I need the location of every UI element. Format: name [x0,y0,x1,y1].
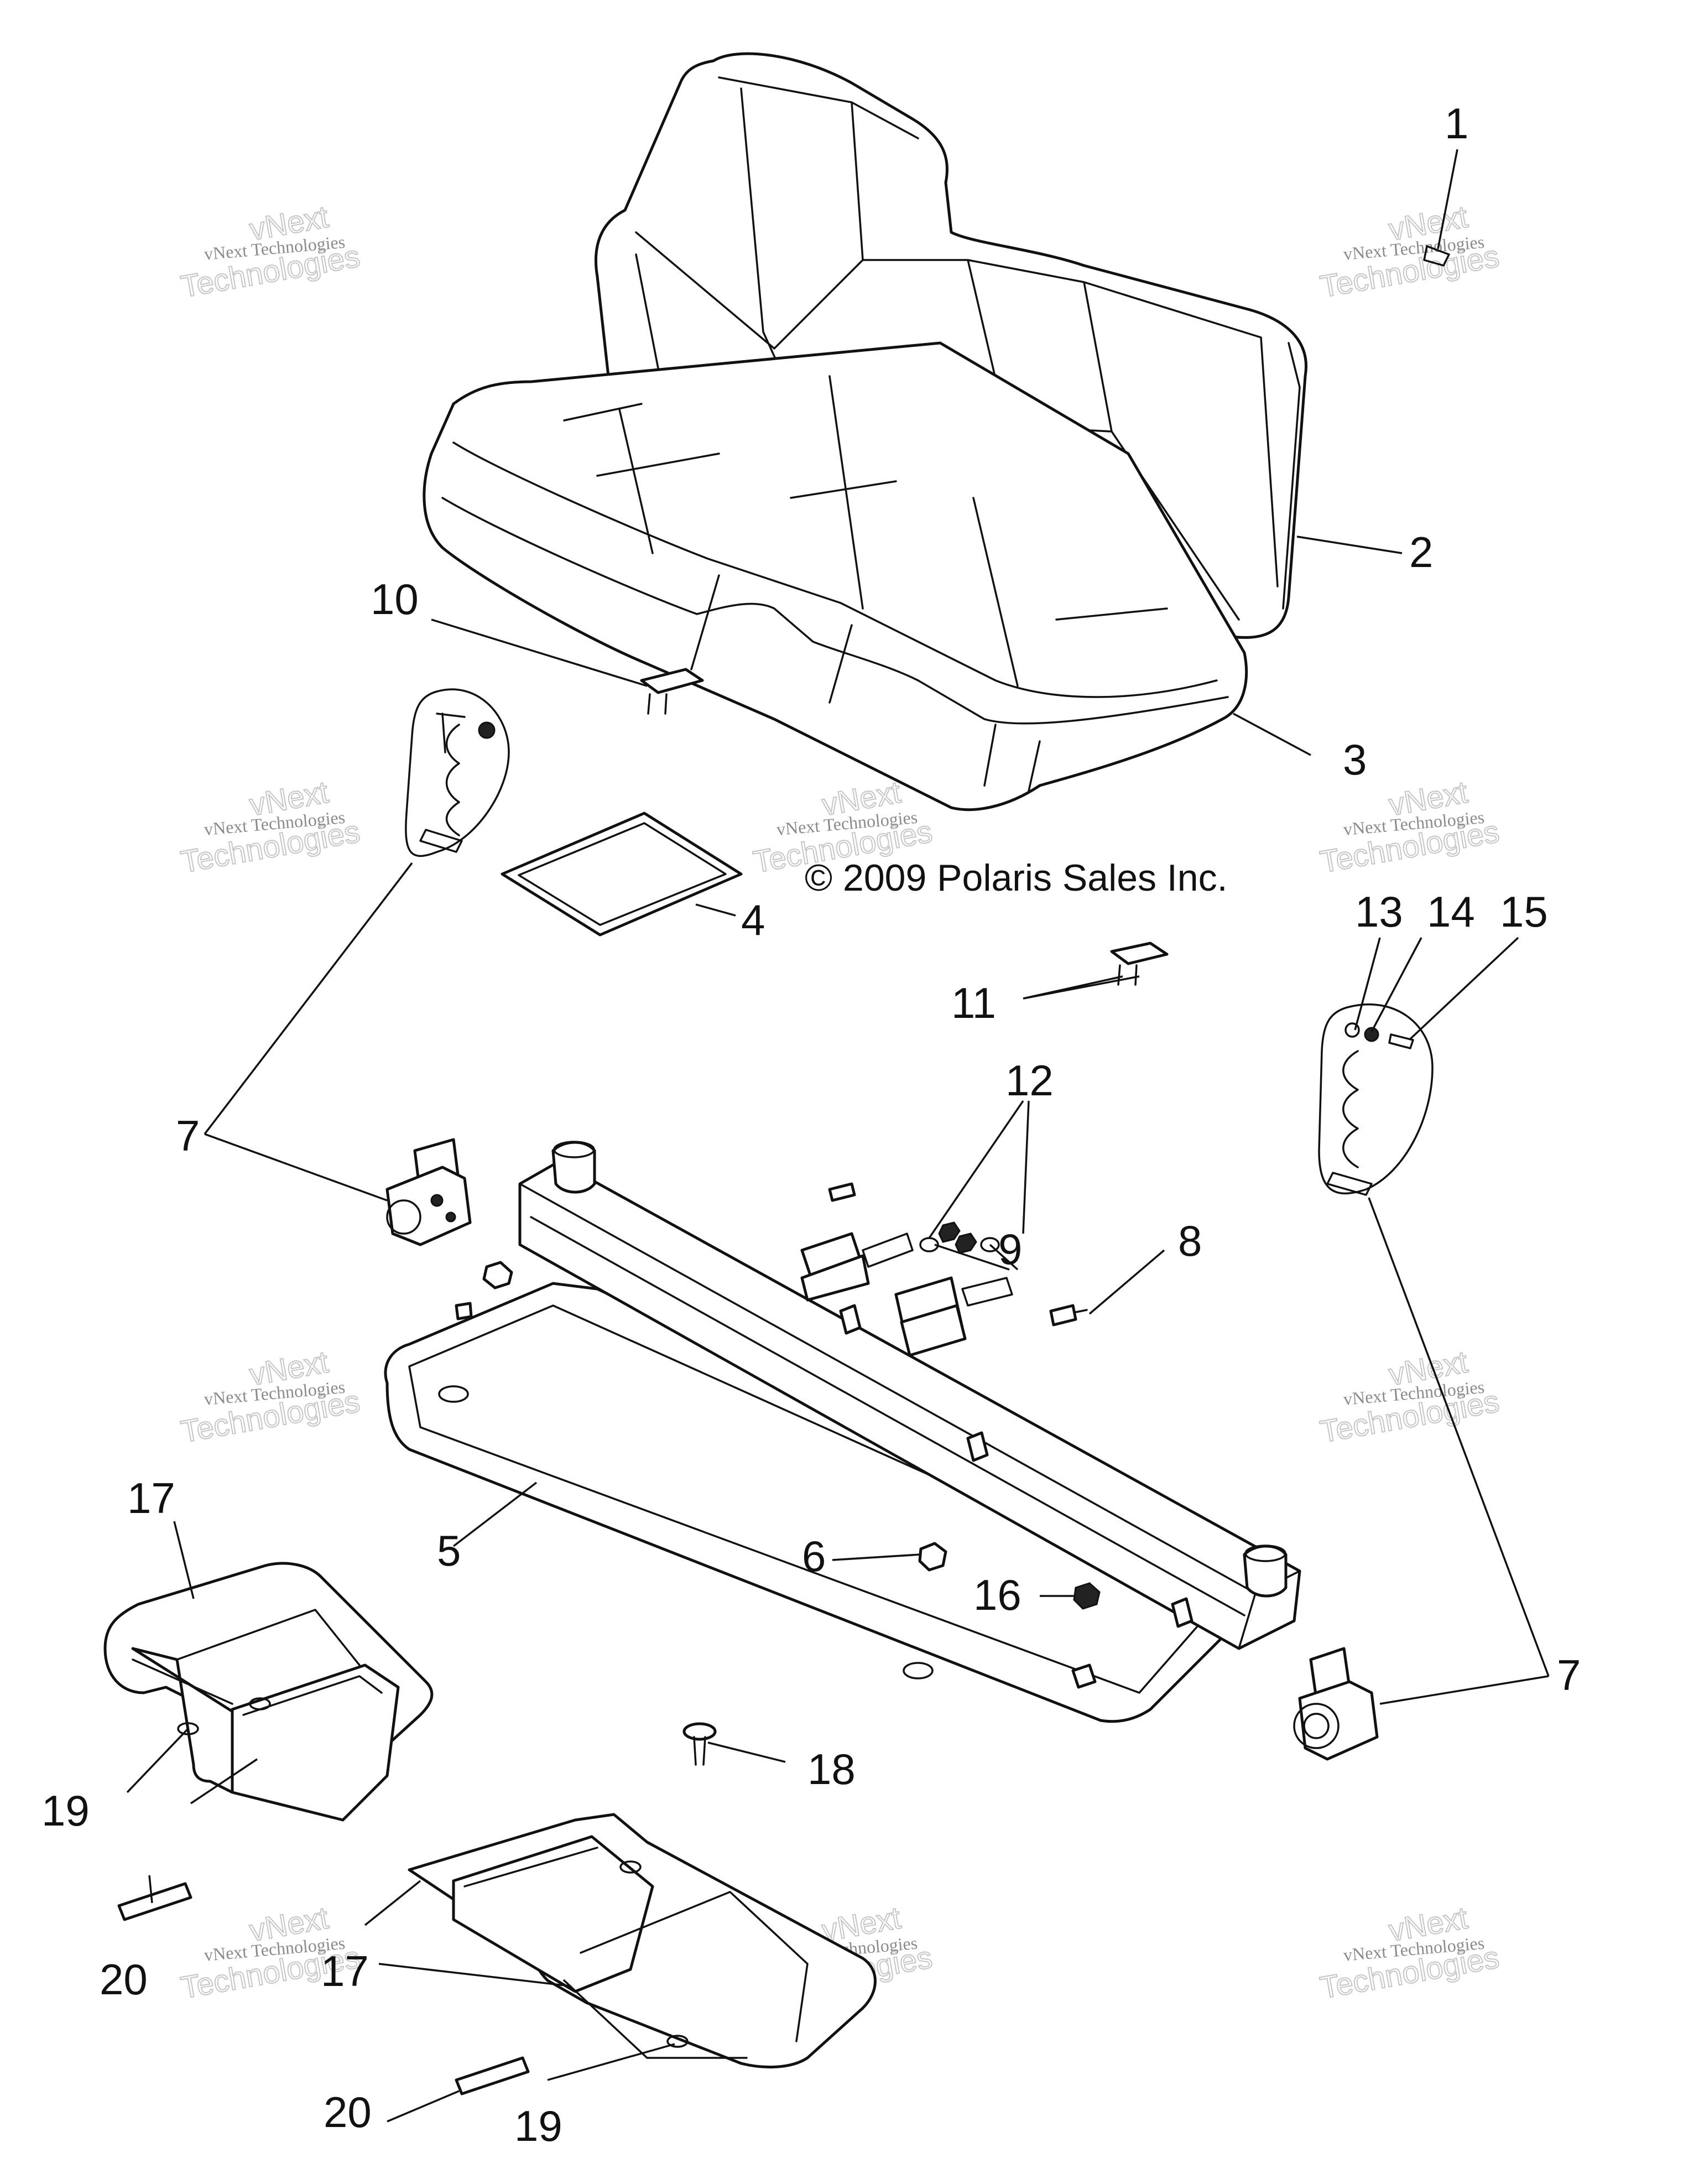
spring-latch-inset-right [1318,1003,1434,1196]
bracket-part-10 [640,668,704,715]
watermark: vNext vNext Technologies Technologies [1317,774,1502,880]
callout-7-right: 7 [1557,1651,1581,1699]
watermark: vNext vNext Technologies Technologies [178,774,363,880]
callout-6: 6 [802,1532,826,1580]
callout-18: 18 [807,1745,856,1793]
callout-8: 8 [1178,1216,1202,1265]
seat-belt-buckle-right [894,1276,1013,1357]
seat-frame [384,1282,1243,1723]
callout-10: 10 [371,575,419,623]
callout-20-upper: 20 [100,1955,148,2004]
callout-14: 14 [1427,887,1475,936]
decal-part-4 [501,812,743,937]
callout-1: 1 [1445,99,1468,148]
push-rivet-part-18 [682,1722,717,1766]
callout-11: 11 [951,979,996,1027]
leader-lines [126,149,1550,2123]
tape-part-20-lower [455,2056,530,2095]
latch-right [1293,1647,1379,1761]
bracket-part-11 [1110,942,1169,986]
watermark: vNext vNext Technologies Technologies [1317,1344,1502,1450]
callout-2: 2 [1409,528,1433,576]
callout-16: 16 [973,1571,1022,1619]
callout-12: 12 [1005,1056,1054,1105]
nut-part-6 [918,1542,947,1572]
callout-4: 4 [741,896,765,944]
callout-19-lower: 19 [514,2102,562,2150]
callout-9: 9 [998,1225,1022,1273]
storage-tray-upper [103,1562,434,1822]
callout-17-upper: 17 [127,1474,175,1522]
callout-5: 5 [437,1526,461,1575]
callout-19-upper: 19 [41,1786,90,1835]
watermark: vNext vNext Technologies Technologies [1317,1900,1502,2006]
callout-13: 13 [1355,887,1403,936]
watermark: vNext vNext Technologies Technologies [178,199,363,305]
screw-part-1 [1423,245,1450,267]
watermark: vNext vNext Technologies Technologies [1317,199,1502,305]
seat-crossbar [518,1141,1301,1650]
copyright-notice: © 2009 Polaris Sales Inc. [805,857,1228,899]
callout-7-left: 7 [176,1111,200,1160]
tape-part-20-upper [117,1882,192,1921]
callout-17-lower: 17 [321,1947,369,1995]
nut-part-16 [1073,1582,1101,1610]
spring-latch-inset-left [405,688,510,857]
seat-belt-buckle-left [800,1182,914,1302]
storage-tray-lower [408,1813,877,2069]
watermark: vNext vNext Technologies Technologies [178,1344,363,1450]
washers-and-nuts-part-9 [919,1221,1000,1254]
callout-numbers: 1 2 3 10 4 11 13 14 15 12 7 9 8 17 5 6 1… [41,99,1581,2150]
bolt-part-8 [1049,1304,1088,1327]
callout-15: 15 [1500,887,1548,936]
latch-left [385,1138,513,1320]
callout-20-lower: 20 [324,2088,372,2136]
callout-3: 3 [1343,735,1367,784]
seat-cushion [423,341,1248,812]
